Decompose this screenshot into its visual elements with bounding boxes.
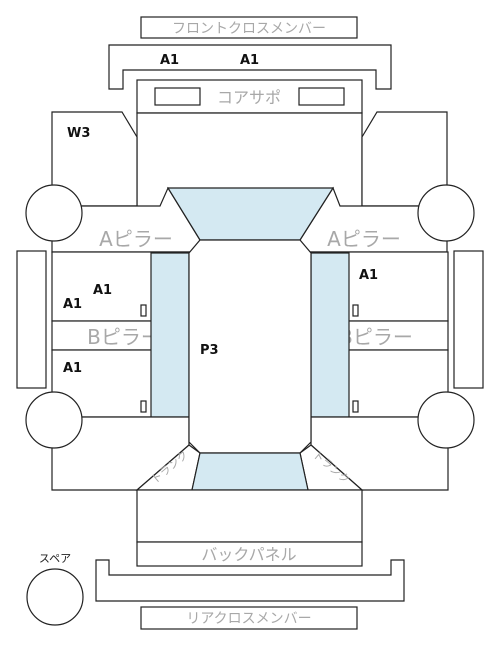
rear-door-left-handle	[140, 400, 147, 413]
damage-code-front-door-left-lower: A1	[63, 297, 82, 312]
rear-cross-member-label: リアクロスメンバー	[186, 611, 311, 627]
core-support-headlight-right	[298, 87, 345, 106]
a-pillar-left-label: Aピラー	[99, 227, 173, 251]
rear-bumper-member	[95, 559, 405, 602]
front-door-left-handle	[140, 304, 147, 317]
front-door-right-handle	[352, 304, 359, 317]
core-support-label: コアサポ	[217, 88, 281, 107]
rear-window	[191, 452, 309, 491]
wheel-rear-right	[417, 391, 475, 449]
side-window-right	[310, 252, 350, 418]
rear-door-right-handle	[352, 400, 359, 413]
side-window-left	[150, 252, 190, 418]
damage-code-front-member-right: A1	[240, 53, 259, 68]
wheel-front-left	[25, 184, 83, 242]
back-panel-box	[136, 541, 363, 567]
damage-code-front-door-right: A1	[359, 268, 378, 283]
wheel-rear-left	[25, 391, 83, 449]
front-cross-member-box	[140, 16, 358, 39]
core-support-headlight-left	[154, 87, 201, 106]
side-step-left	[16, 250, 47, 389]
spare-tire	[26, 568, 84, 626]
front-cross-member-label: フロントクロスメンバー	[172, 21, 326, 37]
trunk-lid	[136, 489, 363, 543]
wheel-front-right	[417, 184, 475, 242]
b-pillar-left-label: Bピラー	[87, 325, 161, 349]
damage-code-roof: P3	[200, 343, 219, 358]
damage-code-fender-front-left: W3	[67, 126, 90, 141]
damage-code-front-door-left-upper: A1	[93, 283, 112, 298]
rear-cross-member-box	[140, 606, 358, 630]
a-pillar-right-label: Aピラー	[327, 227, 401, 251]
side-step-right	[453, 250, 484, 389]
spare-label: スペア	[39, 552, 71, 565]
back-panel-label: バックパネル	[201, 545, 296, 564]
front-bumper-member	[108, 44, 392, 90]
b-pillar-right-label: Bピラー	[339, 325, 413, 349]
damage-code-rear-door-left: A1	[63, 361, 82, 376]
damage-code-front-member-left: A1	[160, 53, 179, 68]
